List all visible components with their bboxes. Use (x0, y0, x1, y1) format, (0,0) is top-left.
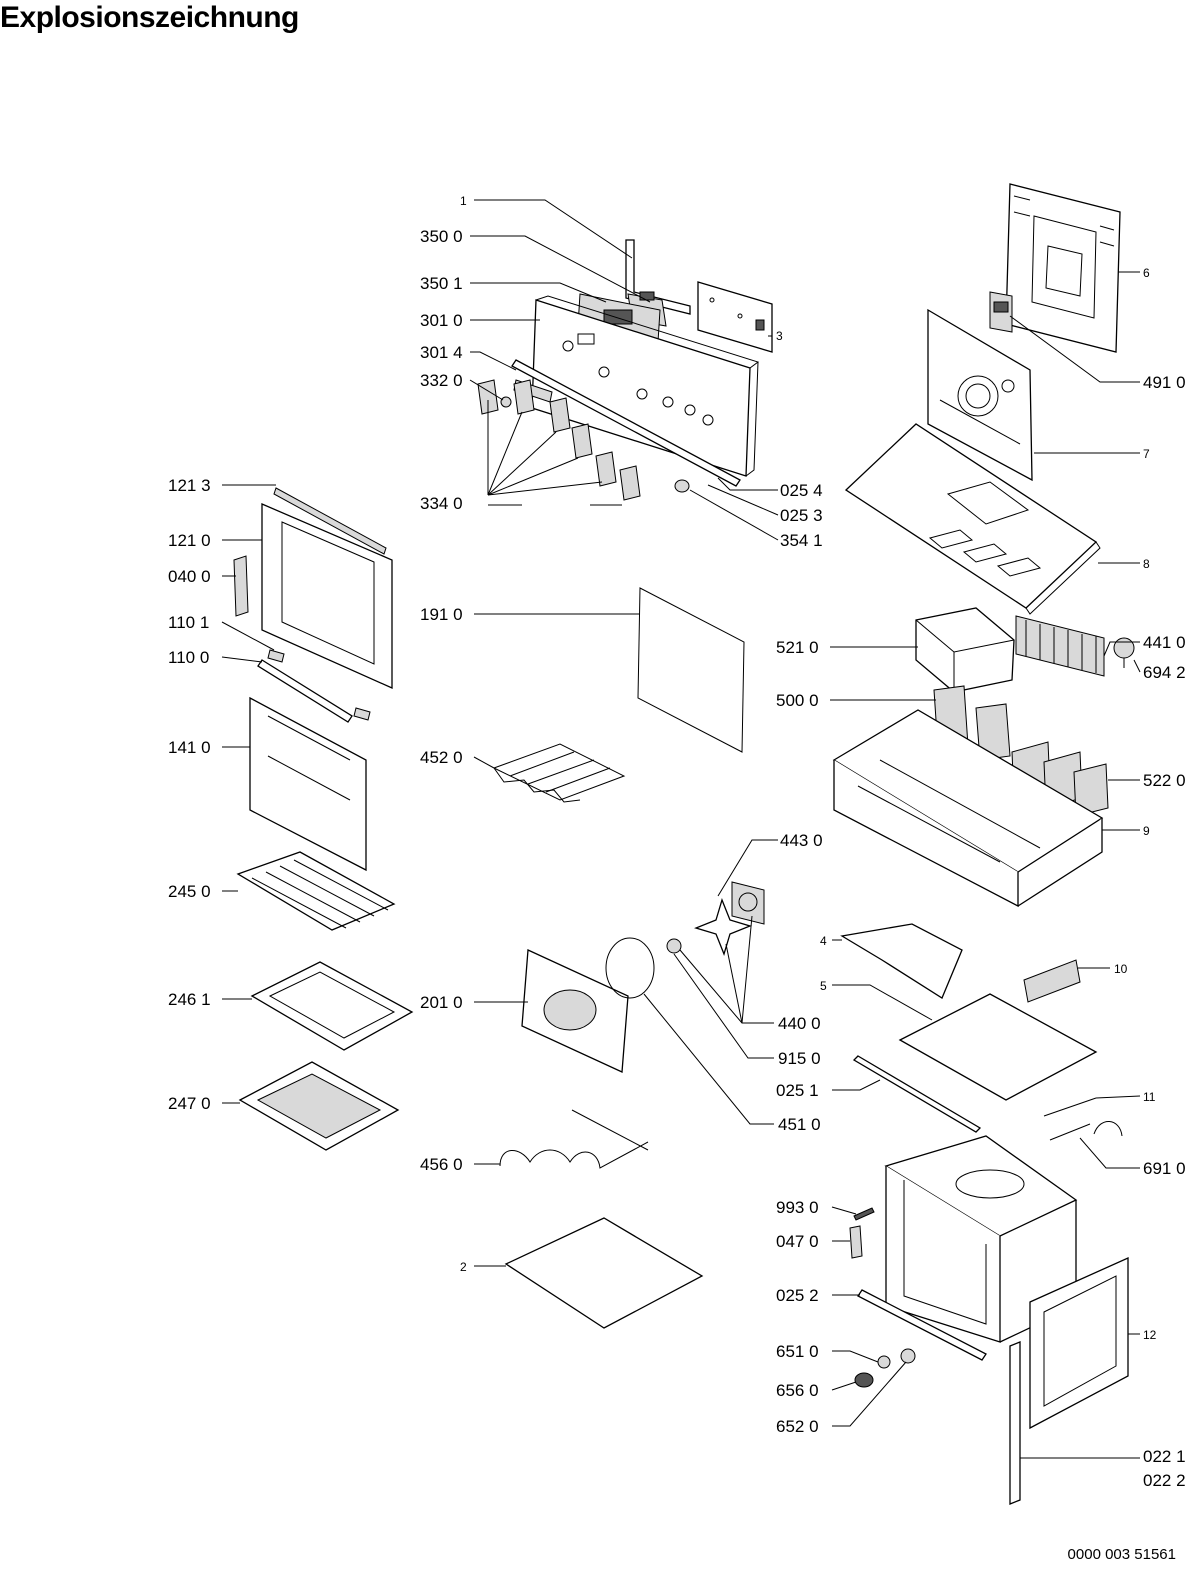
part-047-0-latch (849, 1225, 863, 1259)
document-number: 0000 003 51561 (1067, 1546, 1176, 1563)
part-025-2-strip (857, 1289, 987, 1361)
part-022-side-profile (1009, 1341, 1021, 1505)
part-121-3-seal-strip (273, 487, 387, 555)
part-label: 443 0 (780, 831, 823, 850)
part-443-0-fan-motor (731, 881, 765, 925)
part-labels: 1 350 0 350 1 301 0 301 4 332 0 3 6 491 … (168, 194, 1186, 1490)
part-label: 022 2 (1143, 1471, 1186, 1490)
part-025-1-strip (852, 1055, 982, 1133)
part-label: 141 0 (168, 738, 211, 757)
part-label: 3 (776, 329, 783, 343)
part-label: 2 (460, 1260, 467, 1274)
part-694-2-motor (1113, 637, 1135, 668)
part-label: 025 1 (776, 1081, 819, 1100)
part-label: 521 0 (776, 638, 819, 657)
part-456-0-bottom-heater (499, 1109, 649, 1169)
part-label: 500 0 (776, 691, 819, 710)
part-label: 691 0 (1143, 1159, 1186, 1178)
part-label: 451 0 (778, 1115, 821, 1134)
part-label: 354 1 (780, 531, 823, 550)
part-label: 332 0 (420, 371, 463, 390)
part-label: 452 0 (420, 748, 463, 767)
part-491-0-bracket (989, 291, 1013, 333)
part-247-0-deep-tray (238, 1061, 400, 1151)
part-7-back-wall (927, 308, 1033, 482)
part-label: 915 0 (778, 1049, 821, 1068)
part-201-0-fan-cover (521, 949, 629, 1073)
part-12-side-panel (1029, 1256, 1129, 1430)
part-246-1-baking-tray (250, 961, 414, 1051)
part-label: 025 2 (776, 1286, 819, 1305)
part-993-0-screw (853, 1207, 875, 1221)
part-label: 191 0 (420, 605, 463, 624)
part-8-top-cover (844, 423, 1101, 615)
part-label: 5 (820, 979, 827, 993)
part-label: 6 (1143, 266, 1150, 280)
part-label: 440 0 (778, 1014, 821, 1033)
part-label: 110 1 (168, 613, 209, 632)
part-9-base-tray (832, 709, 1104, 908)
part-4-side-cover (840, 923, 963, 999)
part-110-0-handle (257, 649, 371, 723)
part-label: 4 (820, 934, 827, 948)
part-334-0-knobs (477, 379, 641, 501)
part-6-rear-panel (1005, 183, 1121, 353)
part-191-0-door-seal (637, 587, 745, 753)
part-label: 993 0 (776, 1198, 819, 1217)
part-label: 025 4 (780, 481, 823, 500)
part-label: 246 1 (168, 990, 211, 1009)
part-label: 12 (1143, 1328, 1157, 1342)
part-label: 491 0 (1143, 373, 1186, 392)
part-label: 334 0 (420, 494, 463, 513)
part-label: 350 0 (420, 227, 463, 246)
leader-lines (221, 199, 1141, 1459)
part-lamp-assembly (854, 1348, 916, 1388)
part-label: 11 (1143, 1090, 1156, 1104)
page-title: Explosionszeichnung (0, 1, 299, 34)
part-332-0-knob (500, 396, 512, 408)
part-label: 047 0 (776, 1232, 819, 1251)
part-11-rod (1043, 1097, 1097, 1117)
part-040-0-hinge (233, 555, 249, 617)
part-141-0-door-glass (249, 696, 367, 872)
part-label: 456 0 (420, 1155, 463, 1174)
part-label: 8 (1143, 557, 1150, 571)
part-245-0-wire-rack (236, 851, 396, 931)
part-2-bottom-plate (504, 1217, 704, 1329)
part-label: 040 0 (168, 567, 211, 586)
part-label: 10 (1114, 962, 1128, 976)
part-label: 9 (1143, 824, 1150, 838)
part-label: 1 (460, 194, 467, 208)
part-label: 022 1 (1143, 1447, 1186, 1466)
part-label: 247 0 (168, 1094, 211, 1113)
part-440-0-fan-blade (666, 898, 752, 956)
part-label: 110 0 (168, 648, 209, 667)
part-3-control-board (697, 281, 773, 353)
part-label: 694 2 (1143, 663, 1186, 682)
part-354-1-lamp-cover (674, 479, 690, 493)
part-10-bracket (1023, 959, 1081, 1003)
part-691-0-sensor (1049, 1121, 1123, 1141)
part-5-insulation-plate (898, 993, 1098, 1101)
part-label: 025 3 (780, 506, 823, 525)
part-451-0-ring-element (605, 937, 655, 999)
part-label: 7 (1143, 447, 1150, 461)
part-label: 301 4 (420, 343, 463, 362)
part-441-0-tangential-fan (1015, 615, 1105, 677)
part-label: 652 0 (776, 1417, 819, 1436)
part-label: 656 0 (776, 1381, 819, 1400)
part-521-0-electronic-unit (915, 607, 1015, 693)
part-label: 441 0 (1143, 633, 1186, 652)
part-label: 201 0 (420, 993, 463, 1012)
part-label: 121 0 (168, 531, 211, 550)
part-label: 301 0 (420, 311, 463, 330)
part-121-0-door-frame (261, 503, 393, 690)
part-label: 350 1 (420, 274, 463, 293)
part-label: 121 3 (168, 476, 211, 495)
part-label: 522 0 (1143, 771, 1186, 790)
part-label: 245 0 (168, 882, 211, 901)
part-label: 651 0 (776, 1342, 819, 1361)
part-452-0-top-heater (493, 743, 626, 803)
